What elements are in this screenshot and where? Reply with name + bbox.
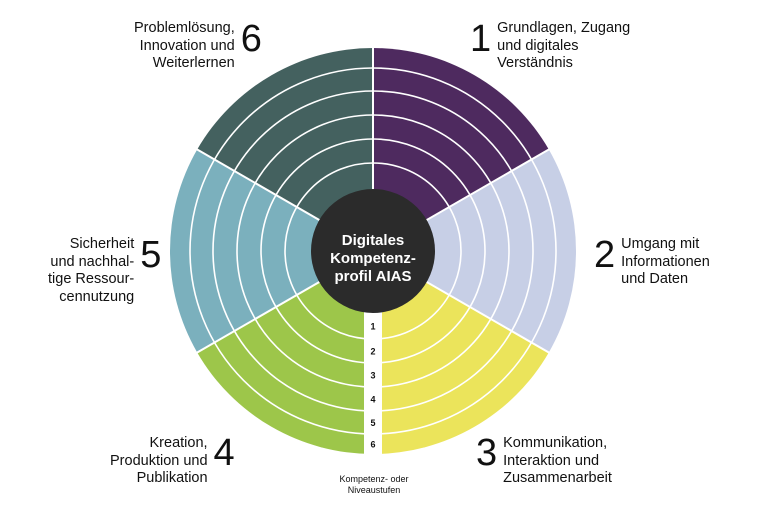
segment-text-2: Umgang mit Informationen und Daten (621, 236, 710, 287)
segment-number-6: 6 (240, 18, 262, 60)
level-number-5: 5 (370, 418, 375, 428)
segment-label-4: Kreation, Produktion und Publikation 4 (110, 434, 235, 488)
segment-wedge-1 (373, 48, 549, 251)
segment-number-3: 3 (476, 432, 498, 474)
level-number-6: 6 (370, 440, 375, 450)
level-number-1: 1 (370, 322, 375, 332)
center-disc (311, 189, 435, 313)
level-numbers: 1 2 3 4 5 6 (370, 322, 375, 450)
segment-text-5: Sicherheit und nachhal- tige Ressour- ce… (48, 236, 135, 305)
segment-label-2: 2 Umgang mit Informationen und Daten (594, 236, 710, 289)
level-number-3: 3 (370, 371, 375, 381)
segment-label-5: Sicherheit und nachhal- tige Ressour- ce… (48, 236, 161, 306)
level-number-2: 2 (370, 347, 375, 357)
segment-text-3: Kommunikation, Interaktion und Zusammena… (503, 435, 612, 486)
segment-text-1: Grundlagen, Zugang und digitales Verstän… (497, 20, 631, 71)
segment-wedge-4 (197, 251, 373, 454)
segment-number-4: 4 (213, 432, 235, 474)
segment-label-1: 1 Grundlagen, Zugang und digitales Verst… (470, 20, 630, 73)
level-strip (364, 310, 382, 460)
segment-number-5: 5 (140, 234, 162, 276)
center-title-line3: profil AIAS (335, 268, 412, 285)
center-title-line1: Digitales (342, 232, 405, 249)
segment-wedge-3 (373, 251, 549, 454)
levels-caption: Kompetenz- oder Niveaustufen (339, 474, 409, 495)
segment-number-1: 1 (470, 18, 492, 60)
segment-text-4: Kreation, Produktion und Publikation (110, 435, 208, 486)
segment-label-3: 3 Kommunikation, Interaktion und Zusamme… (476, 434, 612, 488)
center-title-line2: Kompetenz- (330, 250, 416, 267)
segment-number-2: 2 (594, 234, 616, 276)
segment-text-6: Problemlösung, Innovation und Weiterlern… (134, 20, 235, 71)
segment-label-6: Problemlösung, Innovation und Weiterlern… (134, 20, 262, 73)
segment-wedge-6 (197, 48, 373, 251)
level-number-4: 4 (370, 395, 375, 405)
